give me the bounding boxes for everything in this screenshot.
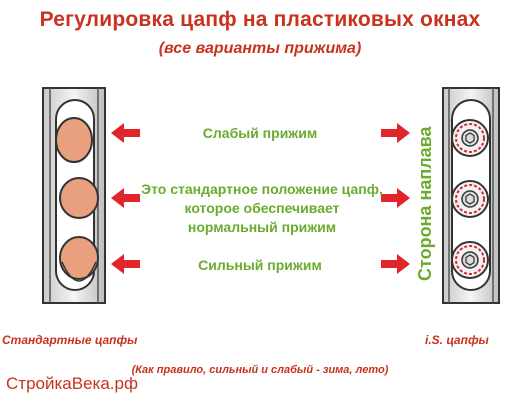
caption-standard-trunnions: Стандартные цапфы (2, 333, 138, 347)
label-weak-pressure: Слабый прижим (202, 125, 318, 141)
trunnion-weak (55, 117, 93, 163)
right-arrows (381, 123, 410, 274)
site-watermark: СтройкаВека.рф (6, 374, 138, 393)
standard-trunnion-rail (42, 87, 106, 304)
is-trunnion-middle (451, 180, 489, 218)
is-trunnion-rail (442, 87, 500, 304)
label-strong-pressure: Сильный прижим (198, 257, 322, 273)
trunnion-strong (59, 236, 99, 280)
footnote-seasonal: (Как правило, сильный и слабый - зима, л… (131, 364, 389, 376)
is-trunnion-bottom (451, 241, 489, 279)
label-standard-position: Это стандартное положение цапф, которое … (141, 181, 383, 235)
is-trunnion-top (451, 119, 489, 157)
arrow-right-strong (381, 254, 410, 274)
arrow-right-standard (381, 188, 410, 208)
trunnion-standard (59, 177, 99, 219)
label-overlap-side: Сторона наплава (415, 126, 435, 281)
caption-is-trunnions: i.S. цапфы (425, 333, 489, 347)
arrow-right-weak (381, 123, 410, 143)
diagram-subtitle: (все варианты прижима) (158, 40, 362, 57)
arrow-left-strong (111, 254, 140, 274)
left-arrows (111, 123, 140, 274)
diagram-title: Регулировка цапф на пластиковых окнах (39, 8, 481, 31)
arrow-left-weak (111, 123, 140, 143)
arrow-left-standard (111, 188, 140, 208)
